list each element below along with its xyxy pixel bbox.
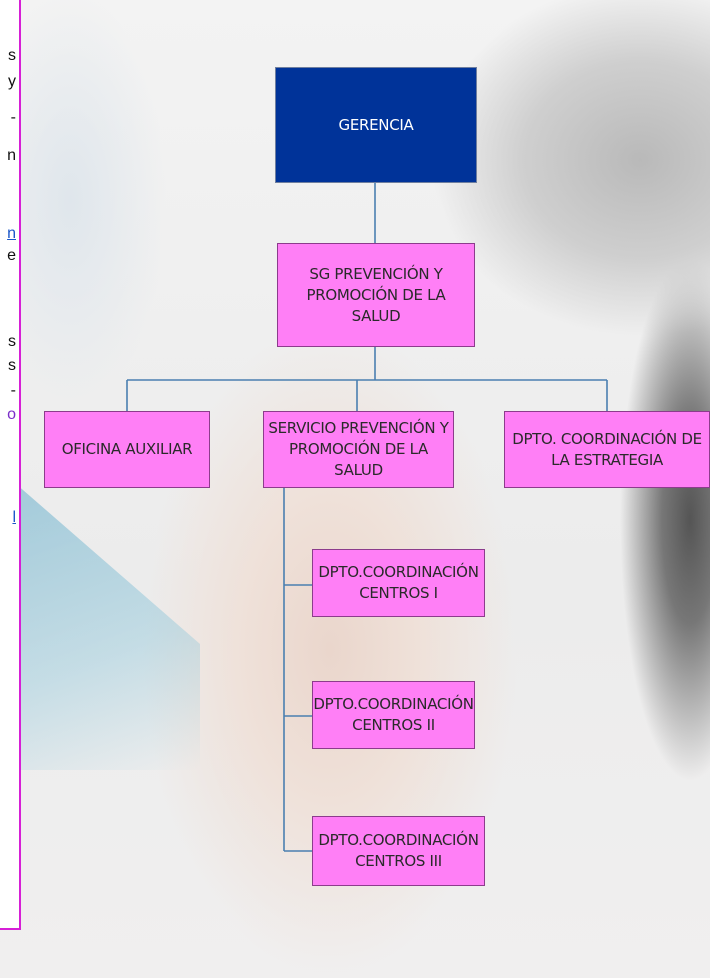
left-text-panel: s y - n n e s s - o l <box>0 0 21 930</box>
side-text-fragment: y <box>8 73 16 90</box>
side-text-fragment: e <box>7 247 16 264</box>
node-sg-prevencion: SG PREVENCIÓN Y PROMOCIÓN DE LA SALUD <box>277 243 475 347</box>
side-text-fragment: s <box>8 333 16 350</box>
side-text-fragment: - <box>10 382 16 399</box>
side-text-link-fragment[interactable]: n <box>7 225 16 242</box>
node-oficina-auxiliar: OFICINA AUXILIAR <box>44 411 210 488</box>
node-centros-1: DPTO.COORDINACIÓN CENTROS I <box>312 549 485 617</box>
side-text-fragment: o <box>7 406 16 423</box>
side-text-fragment: n <box>7 147 16 164</box>
node-servicio-prevencion: SERVICIO PREVENCIÓN Y PROMOCIÓN DE LA SA… <box>263 411 454 488</box>
node-dpto-estrategia: DPTO. COORDINACIÓN DE LA ESTRATEGIA <box>504 411 710 488</box>
node-centros-2: DPTO.COORDINACIÓN CENTROS II <box>312 681 475 749</box>
side-text-link-fragment[interactable]: l <box>12 509 16 526</box>
node-centros-3: DPTO.COORDINACIÓN CENTROS III <box>312 816 485 886</box>
node-gerencia: GERENCIA <box>275 67 477 183</box>
side-text-fragment: s <box>8 357 16 374</box>
side-text-fragment: s <box>8 47 16 64</box>
side-text-fragment: - <box>10 109 16 126</box>
